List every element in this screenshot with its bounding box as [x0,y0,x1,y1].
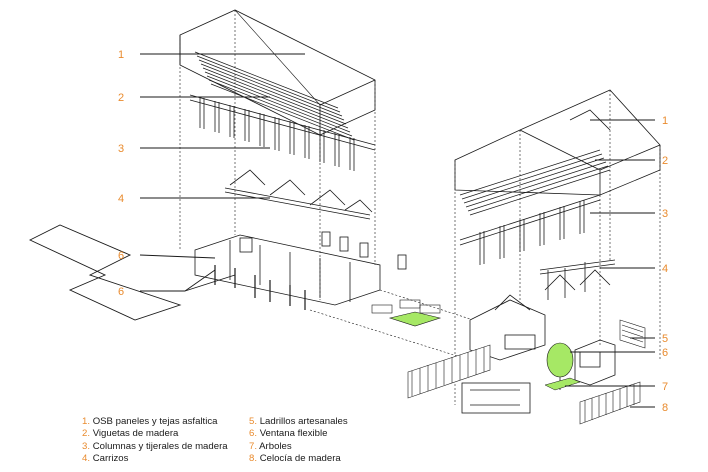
callout-left-6b: 6 [118,286,124,298]
left-roof-panel [179,9,376,136]
callout-left-2: 2 [118,92,124,104]
legend-text: Ventana flexible [259,428,328,440]
legend-num: 1. [82,416,91,427]
callout-right-8: 8 [662,402,668,414]
tree [544,342,581,391]
walkway [309,289,521,361]
callout-left-4: 4 [118,193,124,205]
legend-item-8: 8. Celocía de madera [249,453,348,465]
right-roof-panel [454,89,661,196]
brick-panel [619,319,646,349]
callout-left-6a: 6 [118,250,124,262]
legend-text: Arboles [259,440,292,452]
legend-item-1: 1. OSB paneles y tejas asfaltica [82,416,228,428]
callout-right-1: 1 [662,115,668,127]
left-guide-lines [179,10,376,300]
legend-text: Columnas y tijerales de madera [92,440,228,452]
legend-item-4: 4. Carrizos [82,453,228,465]
right-roof-battens [459,149,611,216]
legend-num: 8. [249,452,258,464]
legend-text: Viguetas de madera [92,428,179,440]
left-trusses [224,169,373,220]
callout-right-2: 2 [662,155,668,167]
legend-text: Celocía de madera [259,452,341,464]
callout-right-6: 6 [662,347,668,359]
green-patch [388,311,442,327]
right-rafters [459,194,601,265]
left-lattice-panel [407,344,491,399]
legend-column-2: 5. Ladrillos artesanales 6. Ventana flex… [249,416,348,465]
right-trusses [539,259,616,300]
legend-num: 3. [82,440,91,452]
legend-num: 6. [249,428,258,440]
legend-text: Carrizos [92,452,129,464]
legend-num: 5. [249,416,258,427]
right-callout-leaders [565,119,655,408]
legend-text: OSB paneles y tejas asfaltica [92,416,218,427]
legend-num: 7. [249,440,258,452]
right-callout-numbers: 1 2 3 4 5 6 7 8 [662,115,668,414]
left-rafters [189,94,376,171]
legend-num: 2. [82,428,91,440]
callout-right-5: 5 [662,333,668,345]
callout-right-7: 7 [662,381,668,393]
legend-item-5: 5. Ladrillos artesanales [249,416,348,428]
legend-item-3: 3. Columnas y tijerales de madera [82,441,228,453]
callout-right-3: 3 [662,208,668,220]
legend-column-1: 1. OSB paneles y tejas asfaltica 2. Vigu… [82,416,228,465]
left-callout-numbers: 1 2 3 4 6 6 [118,49,124,298]
left-roof-battens [194,51,355,141]
legend-item-2: 2. Viguetas de madera [82,428,228,440]
legend-item-6: 6. Ventana flexible [249,428,348,440]
left-posts [214,265,306,310]
site-outline [28,224,182,321]
left-walls [194,231,407,306]
callout-right-4: 4 [662,263,668,275]
wood-lattice-panel [579,381,641,425]
callout-left-3: 3 [118,143,124,155]
legend-text: Ladrillos artesanales [259,416,348,427]
legend-num: 4. [82,452,91,464]
left-callout-leaders [139,53,305,292]
legend-item-7: 7. Arboles [249,441,348,453]
callout-left-1: 1 [118,49,124,61]
right-walls [461,294,616,414]
